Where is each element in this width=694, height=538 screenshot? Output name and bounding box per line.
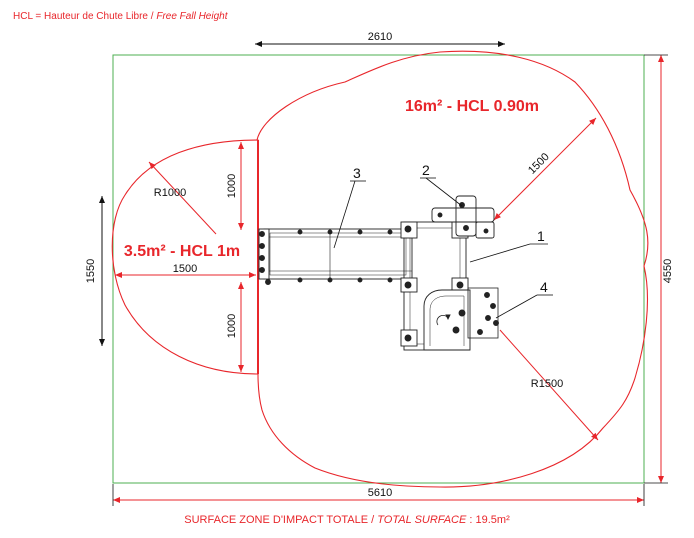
radius-left-leader: [148, 161, 217, 235]
playground-equipment: [258, 195, 499, 351]
dim-total-height: 4550: [662, 259, 674, 283]
total-surface-value: : 19.5m²: [466, 514, 510, 526]
radius-right-leader: [499, 329, 599, 441]
left-impact-zone-outline: [111, 139, 259, 375]
hcl-definition-english: Free Fall Height: [156, 11, 228, 22]
dim-upper-segment: 1000: [226, 174, 238, 198]
radius-right-label: R1500: [531, 378, 563, 390]
total-surface-caption: SURFACE ZONE D'IMPACT TOTALE / TOTAL SUR…: [0, 514, 694, 526]
radius-left-label: R1000: [154, 187, 186, 199]
total-surface-en: TOTAL SURFACE: [377, 514, 467, 526]
dim-top-width: 2610: [368, 31, 392, 43]
main-zone-label: 16m² - HCL 0.90m: [405, 98, 539, 115]
callouts: 1 2 3 4: [333, 162, 553, 319]
impact-zone-outline: [256, 50, 649, 488]
dim-lower-segment: 1000: [226, 314, 238, 338]
dim-diagonal-clearance: 1500: [526, 151, 552, 177]
hcl-definition: HCL = Hauteur de Chute Libre: [13, 11, 148, 22]
callout-4-leader: [495, 294, 538, 319]
callout-3-leader: [333, 180, 356, 249]
callout-2-number: 2: [422, 162, 430, 178]
dim-line-diagonal: [493, 117, 597, 221]
left-zone-label: 3.5m² - HCL 1m: [124, 243, 240, 260]
header-separator: /: [148, 11, 157, 22]
dim-total-width: 5610: [368, 487, 392, 499]
callout-1-leader: [469, 243, 531, 263]
dim-left-zone-depth: 1500: [173, 263, 197, 275]
total-surface-fr: SURFACE ZONE D'IMPACT TOTALE: [184, 514, 369, 526]
dim-left-height: 1550: [85, 259, 97, 283]
callout-1-number: 1: [537, 228, 545, 244]
callout-3-number: 3: [353, 165, 361, 181]
legend-header: HCL = Hauteur de Chute Libre / Free Fall…: [13, 11, 227, 22]
callout-2-leader: [425, 177, 463, 207]
callout-4-number: 4: [540, 279, 548, 295]
total-surface-separator: /: [368, 514, 378, 526]
